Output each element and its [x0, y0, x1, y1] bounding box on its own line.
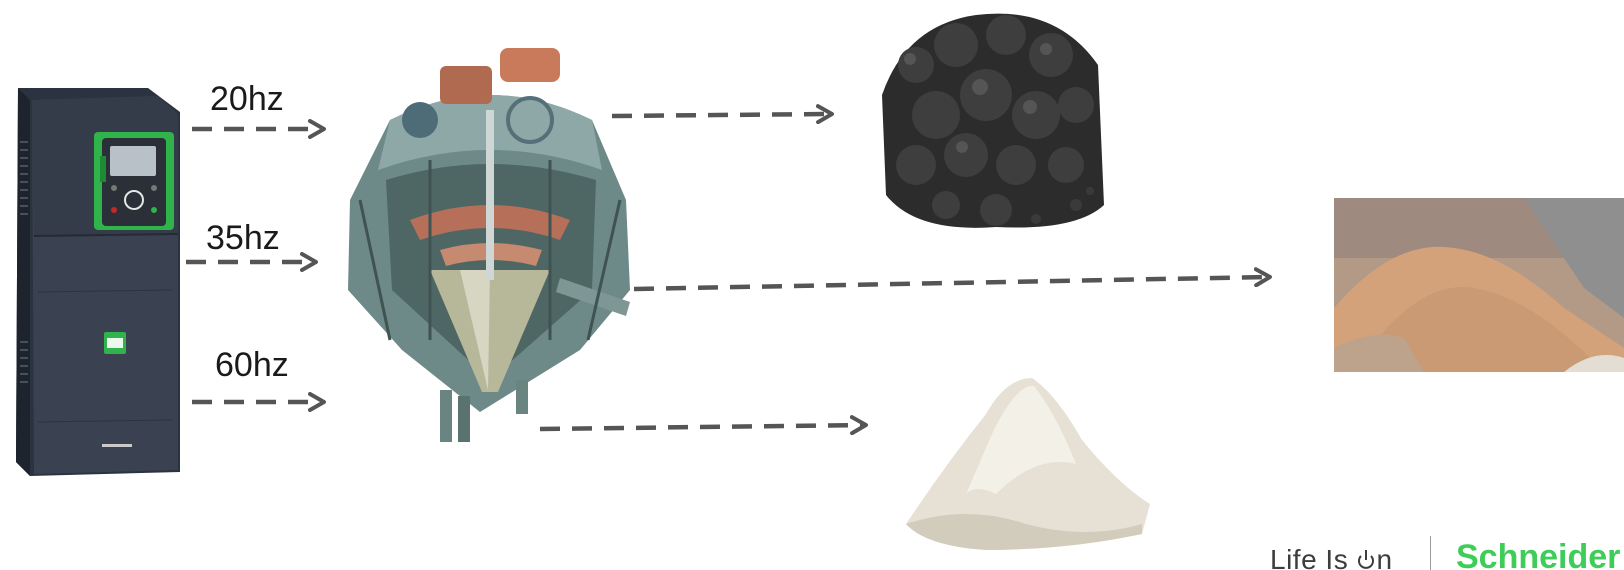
fine-powder-image [906, 374, 1150, 550]
tagline-suffix: n [1376, 544, 1392, 570]
coarse-particles-image [876, 5, 1106, 233]
medium-particles-image [1334, 198, 1624, 372]
footer-branding: Life Is n Schneider [1270, 536, 1624, 570]
brand-logo: Schneider [1456, 538, 1620, 570]
arrow-to-medium [634, 277, 1268, 289]
power-icon [1356, 547, 1376, 570]
separator-machine-image [330, 40, 648, 450]
tagline: Life Is n [1270, 544, 1393, 570]
tagline-prefix: Life Is [1270, 544, 1356, 570]
brand-divider [1430, 536, 1431, 570]
